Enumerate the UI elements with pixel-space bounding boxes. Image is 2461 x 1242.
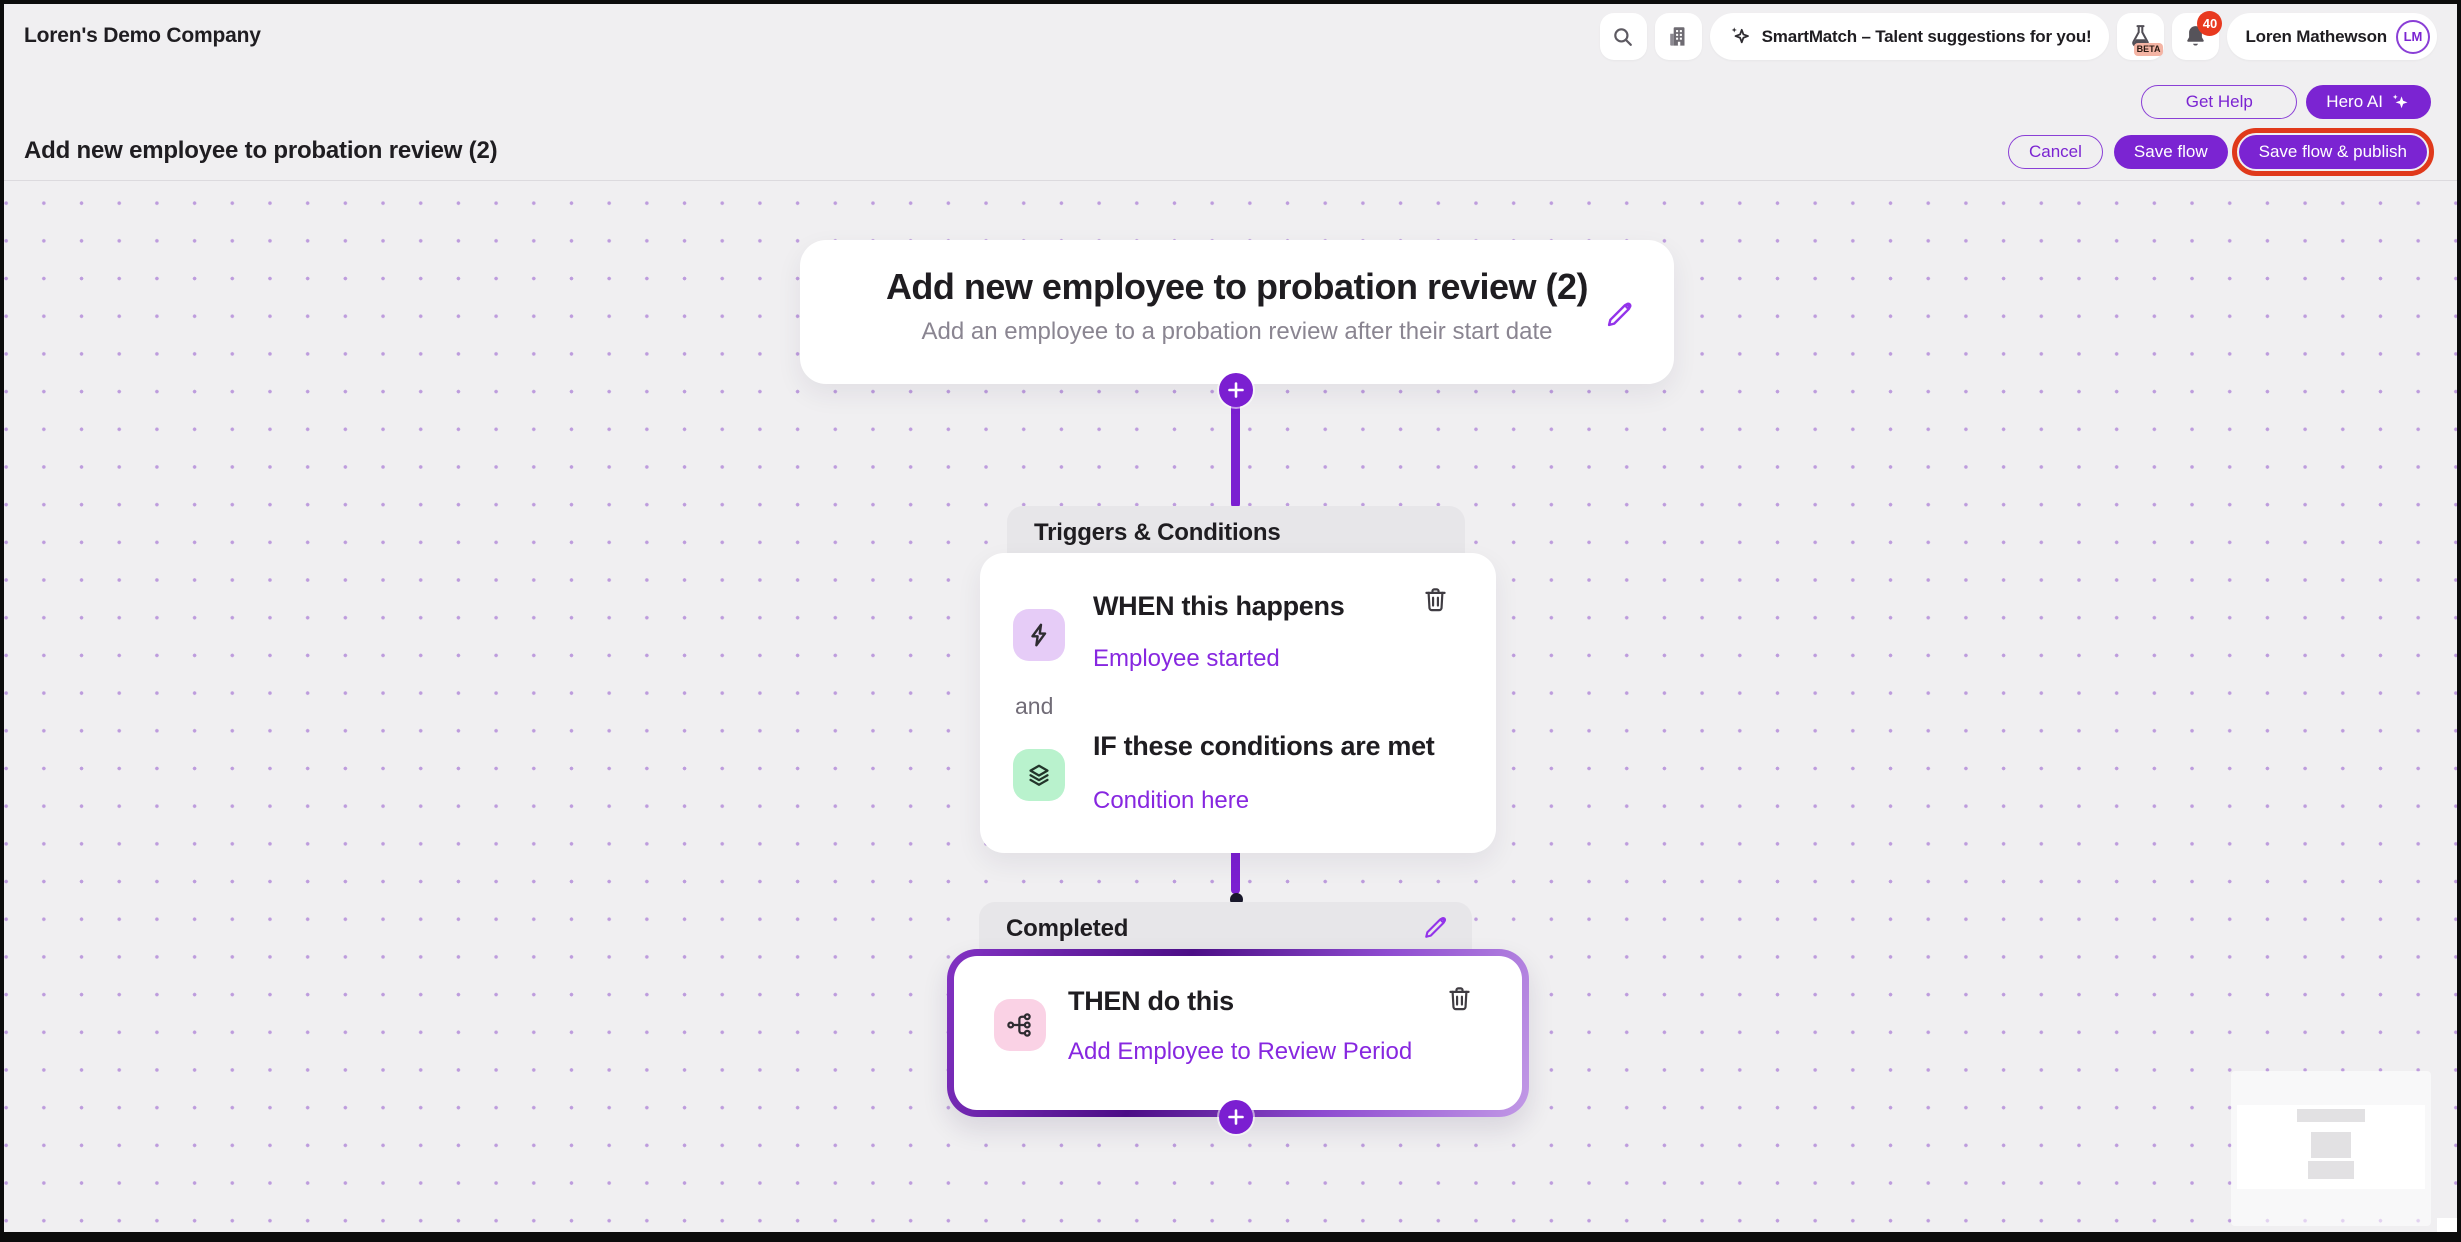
beta-badge: BETA [2133,43,2164,56]
then-title: THEN do this [1068,986,1234,1016]
lightning-bolt-icon [1013,609,1065,661]
triggers-section-label: Triggers & Conditions [1034,519,1281,546]
company-name: Loren's Demo Company [24,24,261,47]
then-value-link[interactable]: Add Employee to Review Period [1068,1038,1413,1065]
get-help-label: Get Help [2185,92,2253,111]
if-value-link[interactable]: Condition here [1093,787,1250,814]
page-title: Add new employee to probation review (2) [24,137,498,164]
connector-line [1231,386,1240,508]
minimap-viewport [2237,1105,2425,1189]
avatar: LM [2396,19,2430,54]
connector-line [1231,847,1240,894]
help-row: Get Help Hero AI [2141,85,2431,119]
add-step-button[interactable] [1219,373,1253,407]
company-directory-button[interactable] [1654,13,1702,60]
flow-header-card: Add new employee to probation review (2)… [800,240,1674,384]
if-title: IF these conditions are met [1093,731,1435,761]
edit-flow-pencil-icon[interactable] [1602,298,1636,332]
flow-toolbar: Cancel Save flow Save flow & publish [2008,128,2435,176]
get-help-button[interactable]: Get Help [2141,85,2298,119]
search-icon [1610,24,1636,50]
profile-menu[interactable]: Loren Mathewson LM [2227,13,2437,60]
flow-branch-icon [994,999,1046,1051]
and-label: and [1015,693,1054,719]
labs-button[interactable]: BETA [2117,13,2165,60]
delete-trigger-trash-icon[interactable] [1421,585,1450,614]
when-value-link[interactable]: Employee started [1093,645,1280,672]
action-card: THEN do this Add Employee to Review Peri… [954,956,1522,1110]
save-flow-label: Save flow [2133,142,2208,161]
delete-action-trash-icon[interactable] [1445,984,1474,1013]
action-card-selected: THEN do this Add Employee to Review Peri… [947,949,1529,1117]
minimap-node [2308,1161,2354,1179]
minimap-node [2311,1132,2351,1158]
notification-count-badge: 40 [2197,11,2223,36]
canvas-minimap[interactable] [2231,1071,2431,1226]
hero-ai-button[interactable]: Hero AI [2306,85,2431,119]
user-name: Loren Mathewson [2245,26,2387,46]
smartmatch-banner[interactable]: SmartMatch – Talent suggestions for you! [1709,13,2110,60]
sparkles-icon [2390,92,2411,113]
hero-ai-label: Hero AI [2326,92,2383,111]
search-button[interactable] [1599,13,1647,60]
notifications-button[interactable]: 40 [2172,11,2223,60]
add-step-button[interactable] [1219,1100,1253,1134]
edit-completed-pencil-icon[interactable] [1420,913,1450,943]
completed-section-label: Completed [1006,915,1129,942]
when-title: WHEN this happens [1093,591,1345,621]
flow-canvas[interactable]: Add new employee to probation review (2)… [4,181,2457,1232]
flow-title: Add new employee to probation review (2) [885,266,1589,307]
scrollbar-corner [2437,1218,2457,1232]
save-flow-publish-button[interactable]: Save flow & publish [2231,128,2435,176]
cancel-button[interactable]: Cancel [2008,135,2103,169]
smartmatch-label: SmartMatch – Talent suggestions for you! [1761,26,2092,46]
building-icon [1665,24,1691,50]
save-flow-publish-label: Save flow & publish [2258,142,2407,161]
cancel-label: Cancel [2029,142,2082,161]
trigger-card: WHEN this happens Employee started and I… [980,553,1496,853]
flow-subtitle: Add an employee to a probation review af… [921,318,1553,345]
minimap-node [2297,1109,2365,1122]
toolbar-divider [4,180,2457,181]
header-actions: SmartMatch – Talent suggestions for you!… [1599,11,2437,60]
sparkles-icon [1728,24,1753,49]
layers-icon [1013,749,1065,801]
save-flow-button[interactable]: Save flow [2113,135,2228,169]
